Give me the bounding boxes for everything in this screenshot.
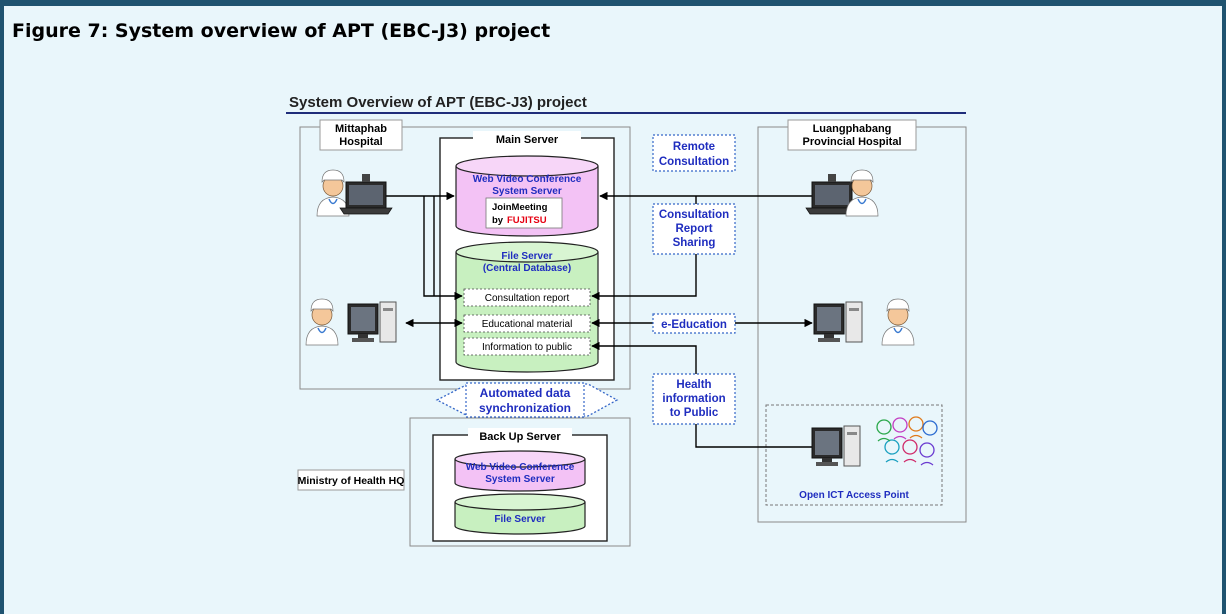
access-point-box — [765, 404, 943, 506]
moh-site-box — [409, 417, 631, 547]
health-info-line3: to Public — [670, 407, 719, 419]
public-users-icon — [876, 416, 938, 466]
joinmeeting-badge — [485, 197, 563, 229]
joinmeeting-name: JoinMeeting — [492, 202, 548, 213]
report-sharing-box — [652, 203, 736, 255]
joinmeeting-by: by — [492, 215, 504, 226]
laptop-icon — [339, 173, 393, 215]
luangphabang-label-line2: Provincial Hospital — [802, 136, 901, 148]
web-server-line2: System Server — [492, 186, 562, 197]
information-to-public-item — [463, 337, 591, 356]
backup-file-server-label: File Server — [494, 514, 545, 525]
remote-consultation-box — [652, 134, 736, 172]
mittaphab-label-box — [319, 119, 403, 151]
fujitsu-logo: FUJITSU — [507, 215, 547, 226]
health-info-line1: Health — [676, 379, 711, 391]
file-server-line2: (Central Database) — [483, 263, 571, 274]
report-sharing-line3: Sharing — [673, 237, 716, 249]
backup-web-server — [454, 450, 586, 492]
remote-consultation-line2: Consultation — [659, 156, 729, 168]
health-info-box — [652, 373, 736, 425]
main-server-label-bg — [473, 131, 581, 147]
doctor-icon — [881, 298, 915, 346]
desktop-computer-icon — [811, 425, 861, 467]
file-server-line1: File Server — [501, 251, 552, 262]
backup-file-server — [454, 493, 586, 535]
information-to-public-label: Information to public — [482, 342, 572, 353]
main-server-label: Main Server — [496, 134, 559, 146]
sync-label-line1: Automated data — [480, 386, 571, 400]
moh-label: Ministry of Health HQ — [298, 475, 405, 487]
report-sharing-line1: Consultation — [659, 209, 729, 221]
report-sharing-line2: Report — [675, 223, 712, 235]
educational-material-label: Educational material — [482, 319, 573, 330]
consultation-report-label: Consultation report — [485, 293, 570, 304]
moh-label-box — [297, 469, 405, 491]
diagram-title: System Overview of APT (EBC-J3) project — [289, 94, 587, 111]
doctor-icon — [305, 298, 339, 346]
backup-web-server-line1: Web Video Conference — [466, 462, 575, 473]
luangphabang-label-line1: Luangphabang — [813, 123, 892, 135]
mittaphab-label-line1: Mittaphab — [335, 123, 387, 135]
health-info-line2: information — [662, 393, 725, 405]
access-point-label: Open ICT Access Point — [799, 490, 909, 501]
e-education-box — [652, 313, 736, 334]
figure-caption: Figure 7: System overview of APT (EBC-J3… — [12, 20, 551, 42]
consultation-report-item — [463, 288, 591, 307]
e-education-label: e-Education — [661, 319, 727, 331]
desktop-computer-icon — [347, 301, 397, 343]
backup-server-label-bg — [468, 428, 572, 444]
sync-label-line2: synchronization — [479, 401, 571, 415]
backup-web-server-line2: System Server — [485, 474, 555, 485]
desktop-computer-icon — [813, 301, 863, 343]
mittaphab-label-line2: Hospital — [339, 136, 382, 148]
remote-consultation-line1: Remote — [673, 141, 715, 153]
web-server-line1: Web Video Conference — [473, 174, 582, 185]
educational-material-item — [463, 314, 591, 333]
luangphabang-label-box — [787, 119, 917, 151]
sync-label-box — [465, 382, 585, 418]
backup-server-label: Back Up Server — [479, 431, 561, 443]
